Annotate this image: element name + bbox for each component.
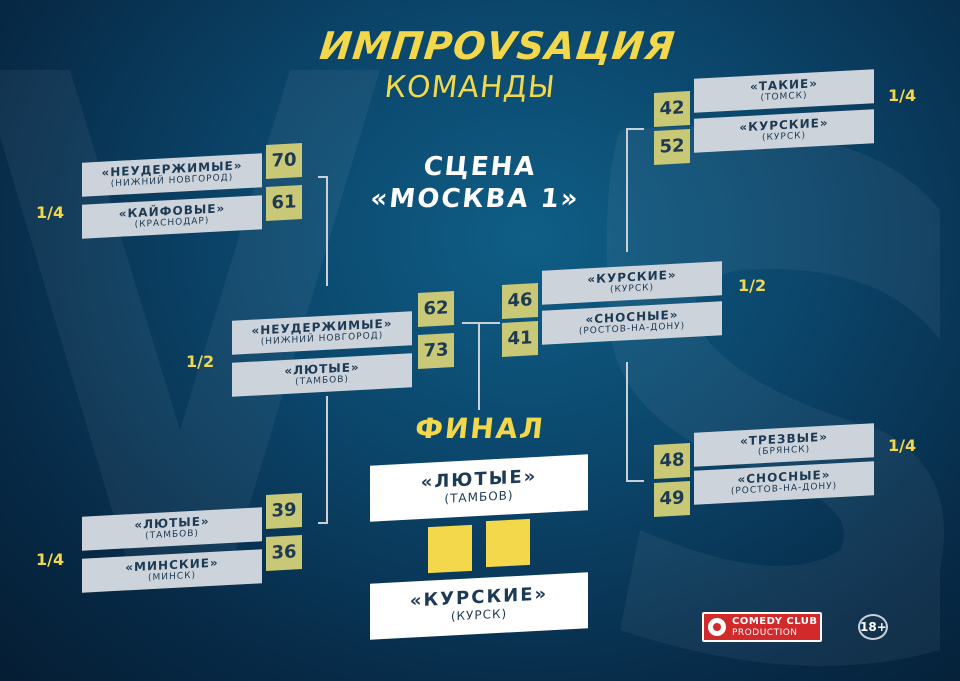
- bracket-line: [626, 480, 644, 482]
- bracket-line: [326, 396, 328, 524]
- microphone-icon: [708, 618, 726, 636]
- final-team-card: «КУРСКИЕ» (КУРСК): [370, 572, 588, 640]
- logo-text: COMEDY CLUB: [732, 616, 818, 627]
- bracket-line: [626, 128, 628, 252]
- round-label: 1/2: [738, 276, 767, 295]
- comedy-club-logo: COMEDY CLUB PRODUCTION: [702, 612, 822, 642]
- bracket-line: [318, 176, 328, 178]
- final-score-placeholder: [486, 518, 530, 568]
- team-score: 52: [654, 129, 690, 165]
- round-label: 1/4: [888, 436, 917, 455]
- team-score: 73: [418, 333, 454, 369]
- round-label: 1/4: [36, 203, 65, 222]
- scene-name: «МОСКВА 1»: [368, 184, 582, 214]
- team-score: 61: [266, 185, 302, 221]
- team-score: 70: [266, 143, 302, 179]
- team-score: 39: [266, 493, 302, 529]
- show-subtitle: КОМАНДЫ: [382, 70, 558, 105]
- bracket-line: [626, 362, 628, 482]
- round-label: 1/4: [888, 86, 917, 105]
- bracket-line: [326, 176, 328, 286]
- team-score: 41: [502, 321, 538, 357]
- bracket-line: [478, 322, 480, 410]
- round-label: 1/4: [36, 550, 65, 569]
- team-score: 46: [502, 283, 538, 319]
- team-score: 42: [654, 91, 690, 127]
- bracket-line: [318, 522, 328, 524]
- team-score: 62: [418, 291, 454, 327]
- scene-label: СЦЕНА: [421, 152, 538, 182]
- age-rating-badge: 18+: [858, 614, 888, 640]
- logo-text: PRODUCTION: [732, 628, 798, 638]
- round-label: 1/2: [186, 352, 215, 371]
- team-score: 36: [266, 535, 302, 571]
- bracket-line: [462, 322, 500, 324]
- final-team-card: «ЛЮТЫЕ» (ТАМБОВ): [370, 454, 588, 522]
- final-score-placeholder: [428, 524, 472, 574]
- bracket-line: [626, 128, 644, 130]
- show-title: ИМПРОVSАЦИЯ: [317, 24, 678, 68]
- final-title: ФИНАЛ: [413, 412, 547, 445]
- team-score: 49: [654, 481, 690, 517]
- team-score: 48: [654, 443, 690, 479]
